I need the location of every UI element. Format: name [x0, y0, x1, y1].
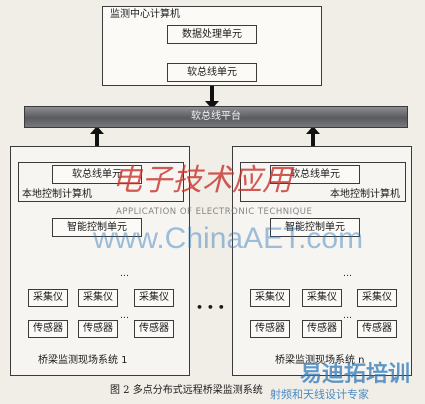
right-collector-2-label: 采集仪 — [307, 292, 337, 303]
left-local-computer-label: 本地控制计算机 — [22, 189, 92, 200]
left-collector-1-label: 采集仪 — [33, 292, 63, 303]
left-arrowhead-up — [90, 126, 104, 134]
left-sensor-ellipsis: … — [120, 311, 129, 321]
figure-caption: 图 2 多点分布式远程桥梁监测系统 — [110, 385, 263, 396]
bus-platform-bar: 软总线平台 — [24, 106, 408, 128]
left-sensor-3-label: 传感器 — [139, 323, 169, 334]
center-bus-unit-label: 软总线单元 — [187, 66, 237, 78]
left-sensor-1: 传感器 — [28, 320, 68, 338]
right-local-computer-label: 本地控制计算机 — [330, 189, 400, 200]
monitoring-center-title: 监测中心计算机 — [110, 9, 180, 20]
left-bus-unit-label: 软总线单元 — [72, 168, 122, 180]
right-sensor-1: 传感器 — [250, 320, 290, 338]
bus-platform-label: 软总线平台 — [191, 111, 241, 122]
right-sensor-3-label: 传感器 — [362, 323, 392, 334]
right-bus-unit-label: 软总线单元 — [290, 168, 340, 180]
right-sensor-1-label: 传感器 — [255, 323, 285, 334]
center-bus-unit: 软总线单元 — [167, 63, 257, 82]
left-collector-ellipsis: … — [120, 269, 129, 279]
right-sensor-2-label: 传感器 — [307, 323, 337, 334]
right-smart-control-unit-label: 智能控制单元 — [285, 221, 345, 233]
left-collector-2-label: 采集仪 — [83, 292, 113, 303]
data-processing-unit: 数据处理单元 — [167, 25, 257, 44]
right-sensor-ellipsis: … — [343, 311, 352, 321]
right-collector-3-label: 采集仪 — [362, 292, 392, 303]
right-arrowhead-up — [306, 126, 320, 134]
right-collector-1-label: 采集仪 — [255, 292, 285, 303]
left-sensor-2-label: 传感器 — [83, 323, 113, 334]
left-smart-control-unit-label: 智能控制单元 — [67, 221, 127, 233]
right-collector-3: 采集仪 — [357, 289, 397, 307]
left-collector-3-label: 采集仪 — [139, 292, 169, 303]
left-collector-2: 采集仪 — [78, 289, 118, 307]
left-bus-unit: 软总线单元 — [52, 165, 142, 184]
left-sensor-1-label: 传感器 — [33, 323, 63, 334]
left-collector-3: 采集仪 — [134, 289, 174, 307]
right-bus-unit: 软总线单元 — [270, 165, 360, 184]
right-sensor-2: 传感器 — [302, 320, 342, 338]
right-collector-ellipsis: … — [343, 269, 352, 279]
between-sites-dots: • • • — [196, 301, 225, 314]
left-sensor-2: 传感器 — [78, 320, 118, 338]
right-sensor-3: 传感器 — [357, 320, 397, 338]
left-sensor-3: 传感器 — [134, 320, 174, 338]
left-smart-control-unit: 智能控制单元 — [52, 218, 142, 237]
right-system-label: 桥梁监测现场系统 n — [275, 355, 365, 366]
right-collector-1: 采集仪 — [250, 289, 290, 307]
center-platform-arrowhead-down — [205, 101, 219, 109]
data-processing-unit-label: 数据处理单元 — [182, 28, 242, 40]
right-collector-2: 采集仪 — [302, 289, 342, 307]
left-collector-1: 采集仪 — [28, 289, 68, 307]
right-smart-control-unit: 智能控制单元 — [270, 218, 360, 237]
left-system-label: 桥梁监测现场系统 1 — [38, 355, 128, 366]
